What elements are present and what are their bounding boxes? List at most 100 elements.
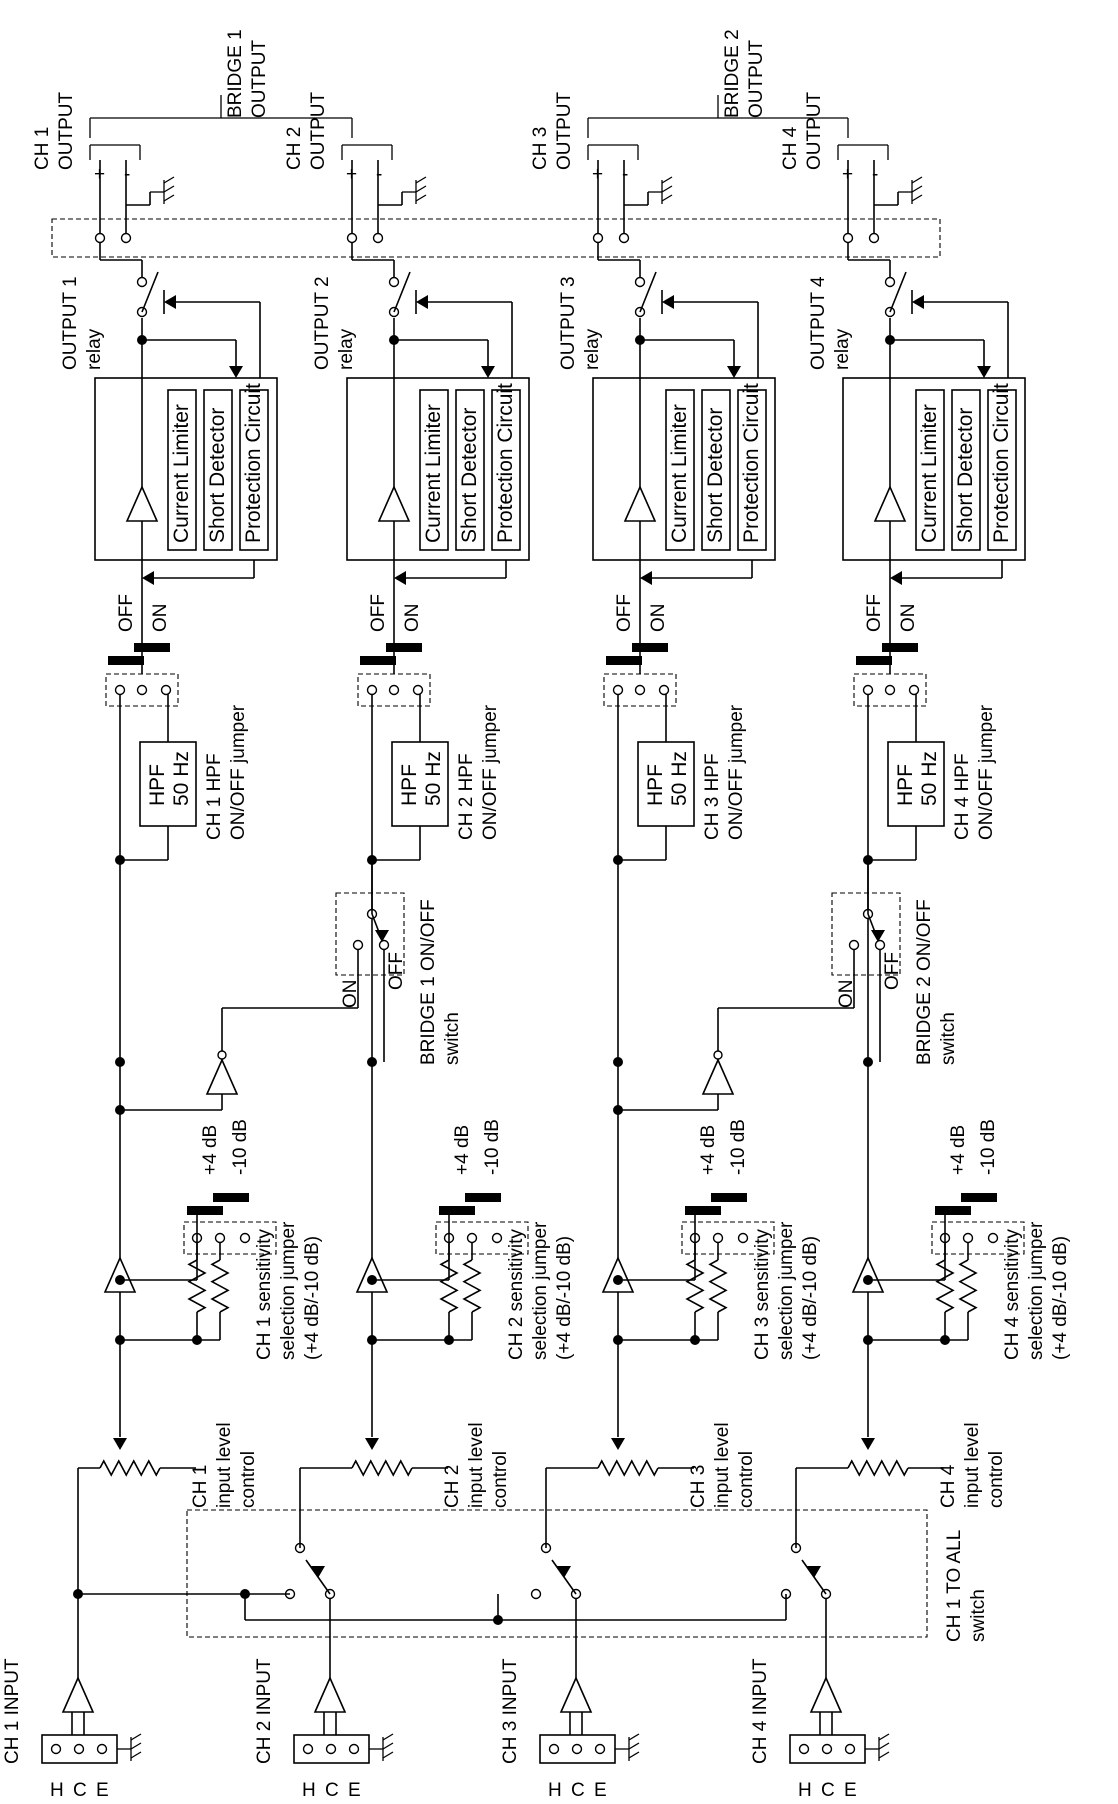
hpf-jumper-label-line: ON/OFF jumper bbox=[228, 704, 249, 840]
jumper-pin bbox=[239, 1232, 251, 1244]
resistor-icon bbox=[210, 1259, 230, 1313]
jumper-pin bbox=[491, 1232, 503, 1244]
protection-circuit-block-label: Protection Circuit bbox=[990, 383, 1013, 543]
inverter-bubble bbox=[217, 1050, 227, 1060]
bridge-switch-box bbox=[831, 892, 901, 976]
input-pin bbox=[348, 1743, 360, 1755]
hpf-jumper-label-line: ON/OFF jumper bbox=[726, 704, 747, 840]
output-pin bbox=[618, 232, 630, 244]
input-level-label-line: input level bbox=[712, 1422, 733, 1508]
output-label-line: CH 4 bbox=[780, 126, 801, 170]
resistor-icon bbox=[708, 1259, 728, 1313]
relay-label-line: relay bbox=[84, 328, 105, 370]
current-limiter-block bbox=[419, 389, 449, 551]
sense-arrow-icon bbox=[481, 366, 495, 378]
relay-label-line: OUTPUT 1 bbox=[60, 276, 81, 370]
current-limiter-block-label-line: Current Limiter bbox=[170, 404, 193, 543]
input-level-label-line: CH 4 bbox=[938, 1464, 959, 1508]
protection-circuit-block-label-line: Protection Circuit bbox=[990, 383, 1013, 543]
sens-plus4-label: +4 dB bbox=[698, 1125, 719, 1175]
hce-label: E bbox=[348, 1780, 361, 1801]
bridge-switch-label-line: switch bbox=[938, 1012, 959, 1065]
current-limiter-block-label-line: Current Limiter bbox=[668, 404, 691, 543]
bridge-arrow-icon bbox=[375, 930, 389, 942]
relay-pin bbox=[136, 276, 148, 288]
hce-label: E bbox=[594, 1780, 607, 1801]
inverter-amplifier-icon bbox=[701, 1058, 735, 1095]
relay-label-line: OUTPUT 3 bbox=[558, 276, 579, 370]
jumper-pin bbox=[114, 684, 126, 696]
input-pin bbox=[844, 1743, 856, 1755]
protection-circuit-block-label-line: Protection Circuit bbox=[740, 383, 763, 543]
hpf-freq-label: 50 Hz bbox=[170, 751, 193, 806]
relay-label-line: relay bbox=[336, 328, 357, 370]
input-level-pot-icon bbox=[847, 1459, 909, 1477]
current-limiter-block-label-line: Current Limiter bbox=[918, 404, 941, 543]
arrow-icon bbox=[142, 571, 154, 585]
sensitivity-jumper-box bbox=[183, 1221, 277, 1255]
short-detector-block-label: Short Detector bbox=[704, 408, 727, 543]
short-detector-block-label: Short Detector bbox=[206, 408, 229, 543]
jumper-bar-icon bbox=[108, 656, 144, 665]
sens-minus10-label-line: -10 dB bbox=[230, 1119, 251, 1175]
jumper-pin bbox=[634, 684, 646, 696]
input-pin bbox=[325, 1743, 337, 1755]
input-level-label-line: input level bbox=[962, 1422, 983, 1508]
ground-hatch bbox=[628, 1742, 640, 1750]
ground-hatch bbox=[878, 1733, 890, 1741]
bridge-off-label: OFF bbox=[882, 952, 903, 990]
ground-hatch bbox=[130, 1742, 142, 1750]
input-level-label-line: input level bbox=[214, 1422, 235, 1508]
output-pin bbox=[94, 232, 106, 244]
output-pin bbox=[372, 232, 384, 244]
hpf-box bbox=[139, 741, 197, 827]
jumper-bar-icon bbox=[711, 1193, 747, 1202]
hpf-off-label: OFF bbox=[614, 594, 635, 632]
output-pin bbox=[842, 232, 854, 244]
sens-minus10-label: -10 dB bbox=[482, 1119, 503, 1175]
hpf-jumper-label-line: ON/OFF jumper bbox=[480, 704, 501, 840]
input-amplifier-icon bbox=[61, 1676, 95, 1713]
input-amplifier-icon bbox=[809, 1676, 843, 1713]
sensitivity-label-line: CH 3 sensitivity bbox=[752, 1229, 773, 1360]
resistor-icon bbox=[935, 1259, 955, 1313]
to-all-arrow-icon bbox=[807, 1566, 821, 1578]
jumper-pin bbox=[466, 1232, 478, 1244]
inverter-bubble bbox=[713, 1050, 723, 1060]
sens-minus10-label-line: -10 dB bbox=[482, 1119, 503, 1175]
relay-blade bbox=[393, 271, 411, 313]
current-limiter-block bbox=[167, 389, 197, 551]
input-level-label-line: control bbox=[986, 1451, 1007, 1508]
protection-circuit-block-label: Protection Circuit bbox=[494, 383, 517, 543]
sensitivity-label-line: selection jumper bbox=[278, 1221, 299, 1360]
level-wiper-arrow-icon bbox=[611, 1438, 625, 1450]
current-limiter-block bbox=[915, 389, 945, 551]
short-detector-block-label-line: Short Detector bbox=[206, 408, 229, 543]
jumper-pin bbox=[862, 684, 874, 696]
jumper-bar-icon bbox=[685, 1206, 721, 1215]
jumper-bar-icon bbox=[386, 643, 422, 652]
ch1-to-all-switch-region bbox=[186, 1509, 928, 1638]
hce-label: H bbox=[50, 1780, 64, 1801]
jumper-pin bbox=[987, 1232, 999, 1244]
ground-hatch bbox=[130, 1733, 142, 1741]
relay-arrow-icon bbox=[662, 295, 674, 309]
ground-hatch bbox=[163, 194, 175, 202]
relay-blade bbox=[141, 271, 159, 313]
jumper-pin bbox=[612, 684, 624, 696]
output-pin bbox=[868, 232, 880, 244]
sense-arrow-icon bbox=[727, 366, 741, 378]
ground-hatch bbox=[911, 176, 923, 184]
output-pin bbox=[120, 232, 132, 244]
output-label-line: OUTPUT bbox=[308, 92, 329, 171]
hpf-off-label-line: OFF bbox=[116, 594, 137, 632]
hpf-on-label-line: ON bbox=[898, 604, 919, 633]
